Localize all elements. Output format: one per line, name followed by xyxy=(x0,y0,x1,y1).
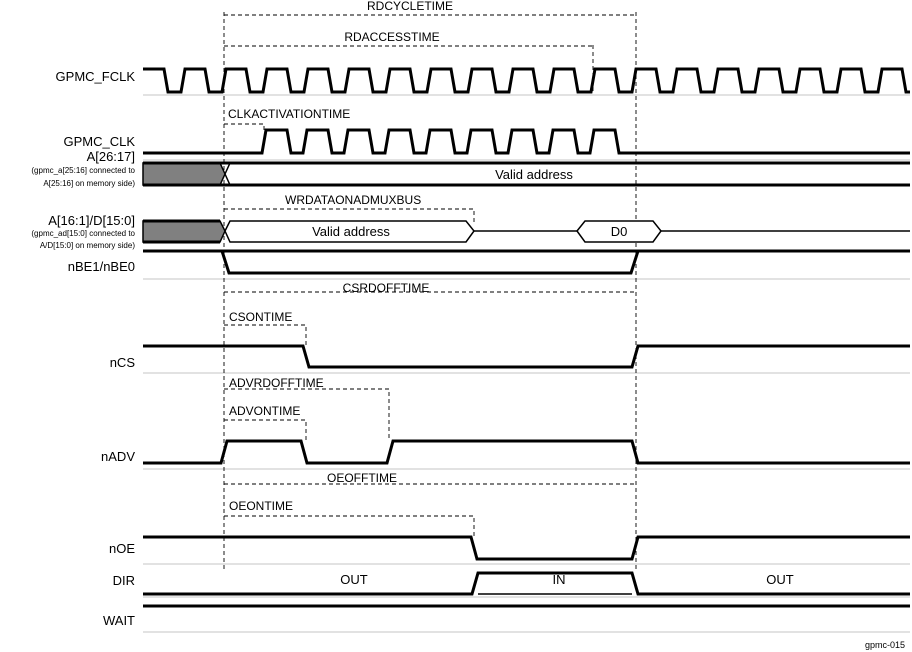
waveform-noe xyxy=(143,535,910,561)
timing-advontime: ADVONTIME xyxy=(224,404,307,440)
label-addr-lo-note-2: A/D[15:0] on memory side) xyxy=(40,241,135,250)
svg-text:ADVONTIME: ADVONTIME xyxy=(229,404,300,418)
dir-out-1: OUT xyxy=(340,572,368,587)
timing-advrdofftime: ADVRDOFFTIME xyxy=(224,376,390,440)
timing-csontime: CSONTIME xyxy=(224,310,307,345)
label-dir: DIR xyxy=(113,573,135,588)
svg-text:RDACCESSTIME: RDACCESSTIME xyxy=(344,30,439,44)
label-wait: WAIT xyxy=(103,613,135,628)
svg-text:RDCYCLETIME: RDCYCLETIME xyxy=(367,0,453,13)
svg-text:CSONTIME: CSONTIME xyxy=(229,310,292,324)
addr-hi-value: Valid address xyxy=(495,167,573,182)
label-gpmc-clk: GPMC_CLK xyxy=(63,134,135,149)
label-gpmc-fclk: GPMC_FCLK xyxy=(56,69,136,84)
figure-id: gpmc-015 xyxy=(865,640,905,650)
label-ncs: nCS xyxy=(110,355,136,370)
svg-text:ADVRDOFFTIME: ADVRDOFFTIME xyxy=(229,376,324,390)
addr-lo-d0: D0 xyxy=(611,224,628,239)
label-addr-lo: A[16:1]/D[15:0] xyxy=(48,213,135,228)
waveform-ncs xyxy=(143,344,910,369)
label-addr-hi: A[26:17] xyxy=(87,149,135,164)
waveform-dir: OUT IN OUT xyxy=(143,571,910,596)
label-addr-hi-note-1: (gpmc_a[25:16] connected to xyxy=(31,166,135,175)
dir-in: IN xyxy=(553,572,566,587)
svg-text:CLKACTIVATIONTIME: CLKACTIVATIONTIME xyxy=(228,107,350,121)
label-nadv: nADV xyxy=(101,449,135,464)
timing-wrdataonadmuxbus: WRDATAONADMUXBUS xyxy=(224,193,475,222)
waveform-addr-lo: Valid address D0 xyxy=(142,219,910,244)
dir-out-2: OUT xyxy=(766,572,794,587)
timing-oeofftime: OEOFFTIME xyxy=(224,471,636,485)
label-nbe: nBE1/nBE0 xyxy=(68,259,135,274)
addr-lo-valid-address: Valid address xyxy=(312,224,390,239)
svg-text:CSRDOFFTIME: CSRDOFFTIME xyxy=(343,281,430,295)
waveform-nadv xyxy=(143,439,910,465)
waveform-gpmc-clk xyxy=(143,128,910,155)
label-addr-hi-note-2: A[25:16] on memory side) xyxy=(43,179,135,188)
baselines xyxy=(143,94,910,633)
timing-clkactivationtime: CLKACTIVATIONTIME xyxy=(224,107,350,130)
svg-text:OEONTIME: OEONTIME xyxy=(229,499,293,513)
waveform-gpmc-fclk xyxy=(143,67,910,94)
label-noe: nOE xyxy=(109,541,135,556)
svg-text:WRDATAONADMUXBUS: WRDATAONADMUXBUS xyxy=(285,193,421,207)
timing-oeontime: OEONTIME xyxy=(224,499,475,536)
timing-rdcycletime: RDCYCLETIME xyxy=(224,0,636,16)
label-addr-lo-note-1: (gpmc_ad[15:0] connected to xyxy=(31,229,135,238)
waveform-nbe xyxy=(143,249,910,275)
timing-csrdofftime: CSRDOFFTIME xyxy=(224,281,636,295)
waveform-addr-hi: Valid address xyxy=(142,161,910,187)
timing-rdaccesstime: RDACCESSTIME xyxy=(224,30,593,47)
svg-text:OEOFFTIME: OEOFFTIME xyxy=(327,471,397,485)
